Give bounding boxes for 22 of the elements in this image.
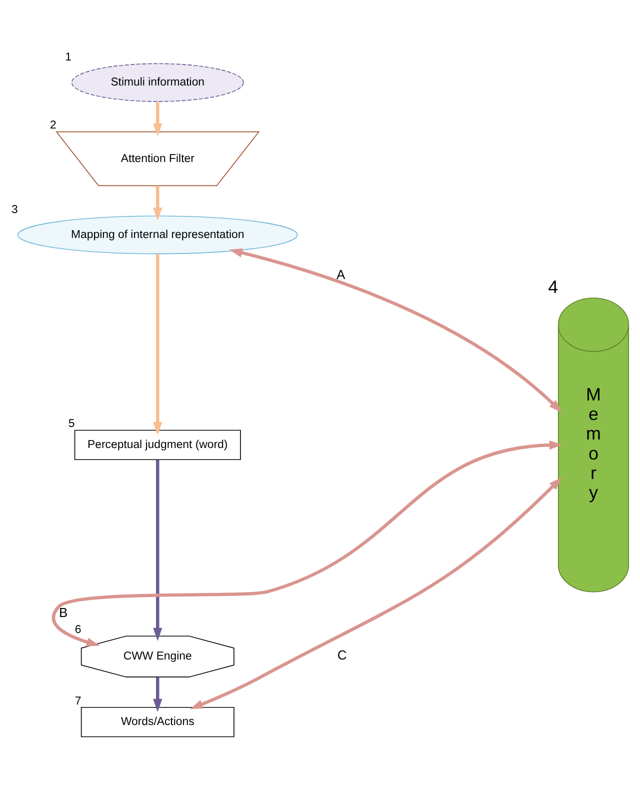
node-box: Perceptual judgment (word) [74, 429, 241, 460]
node-label: 7 [74, 694, 82, 707]
node-label: 3 [12, 203, 18, 216]
node-label: 4 [548, 276, 558, 296]
node-label: 5 [68, 418, 75, 430]
arrow [153, 185, 162, 220]
node-box: Words/Actions [80, 706, 234, 737]
edge-label: B [59, 604, 68, 620]
edge-label: C [337, 647, 347, 662]
node-ellipse: Stimuli information [71, 62, 244, 102]
node-ellipse: Mapping of internal representation [17, 215, 298, 254]
node-label: 2 [50, 119, 56, 132]
node-label: 1 [65, 50, 72, 63]
arrow [52, 440, 562, 646]
arrow [153, 676, 162, 712]
node-label: 6 [74, 623, 82, 636]
arrow [229, 248, 562, 412]
edge-label: A [336, 266, 346, 282]
arrow [153, 254, 162, 435]
arrow [190, 476, 562, 709]
arrow [153, 459, 162, 640]
arrow [153, 101, 162, 136]
